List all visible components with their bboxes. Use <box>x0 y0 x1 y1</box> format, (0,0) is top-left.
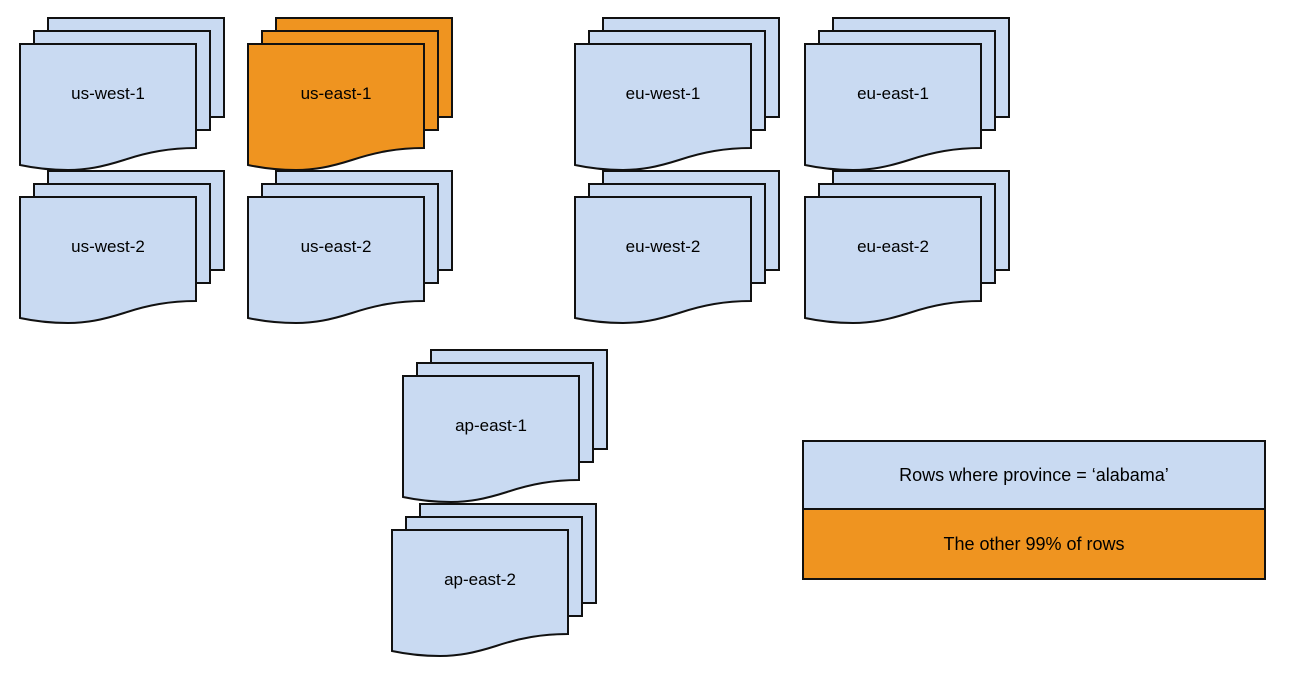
document-stack-shape <box>247 170 453 325</box>
document-stack-ap-east-1[interactable]: ap-east-1 <box>402 349 621 508</box>
document-stack-eu-east-1[interactable]: eu-east-1 <box>804 17 1023 176</box>
document-stack-shape <box>19 170 225 325</box>
document-sheet-front <box>391 529 569 658</box>
document-sheet-front <box>402 375 580 504</box>
document-stack-eu-east-2[interactable]: eu-east-2 <box>804 170 1023 329</box>
document-sheet-front <box>574 43 752 172</box>
document-stack-us-east-2[interactable]: us-east-2 <box>247 170 466 329</box>
document-sheet-front <box>247 196 425 325</box>
legend-row-other-rows: The other 99% of rows <box>804 510 1264 578</box>
document-stack-eu-west-2[interactable]: eu-west-2 <box>574 170 793 329</box>
document-stack-shape <box>804 170 1010 325</box>
document-stack-shape <box>574 170 780 325</box>
legend-row-alabama-rows: Rows where province = ‘alabama’ <box>804 442 1264 510</box>
document-stack-us-east-1[interactable]: us-east-1 <box>247 17 466 176</box>
document-stack-shape <box>19 17 225 172</box>
document-sheet-front <box>804 43 982 172</box>
document-stack-shape <box>804 17 1010 172</box>
document-stack-shape <box>574 17 780 172</box>
document-stack-eu-west-1[interactable]: eu-west-1 <box>574 17 793 176</box>
document-sheet-front <box>19 43 197 172</box>
document-sheet-front <box>247 43 425 172</box>
document-stack-shape <box>391 503 597 658</box>
document-stack-us-west-2[interactable]: us-west-2 <box>19 170 238 329</box>
document-stack-shape <box>402 349 608 504</box>
document-sheet-front <box>574 196 752 325</box>
document-sheet-front <box>804 196 982 325</box>
document-stack-ap-east-2[interactable]: ap-east-2 <box>391 503 610 662</box>
legend: Rows where province = ‘alabama’The other… <box>802 440 1266 580</box>
document-stack-shape <box>247 17 453 172</box>
document-sheet-front <box>19 196 197 325</box>
document-stack-us-west-1[interactable]: us-west-1 <box>19 17 238 176</box>
